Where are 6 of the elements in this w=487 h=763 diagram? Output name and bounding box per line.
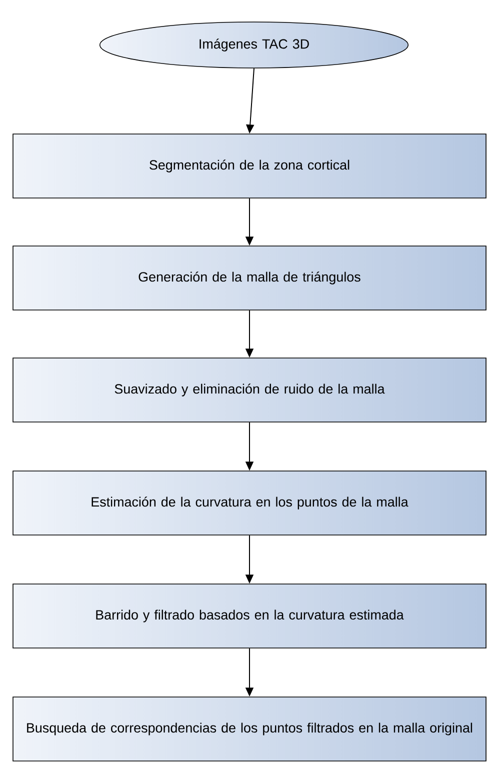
process-box: Generación de la malla de triángulos [12,246,486,310]
process-box: Estimación de la curvatura en los puntos de la malla [12,470,486,536]
process-box: Busqueda de correspondencias de los puntos filtrados en la malla original [12,696,486,762]
process-box: Segmentación de la zona cortical [12,134,486,198]
process-box: Barrido y filtrado basados en la curvatura estimada [12,584,486,648]
process-box: Suavizado y eliminación de ruido de la malla [12,358,486,422]
